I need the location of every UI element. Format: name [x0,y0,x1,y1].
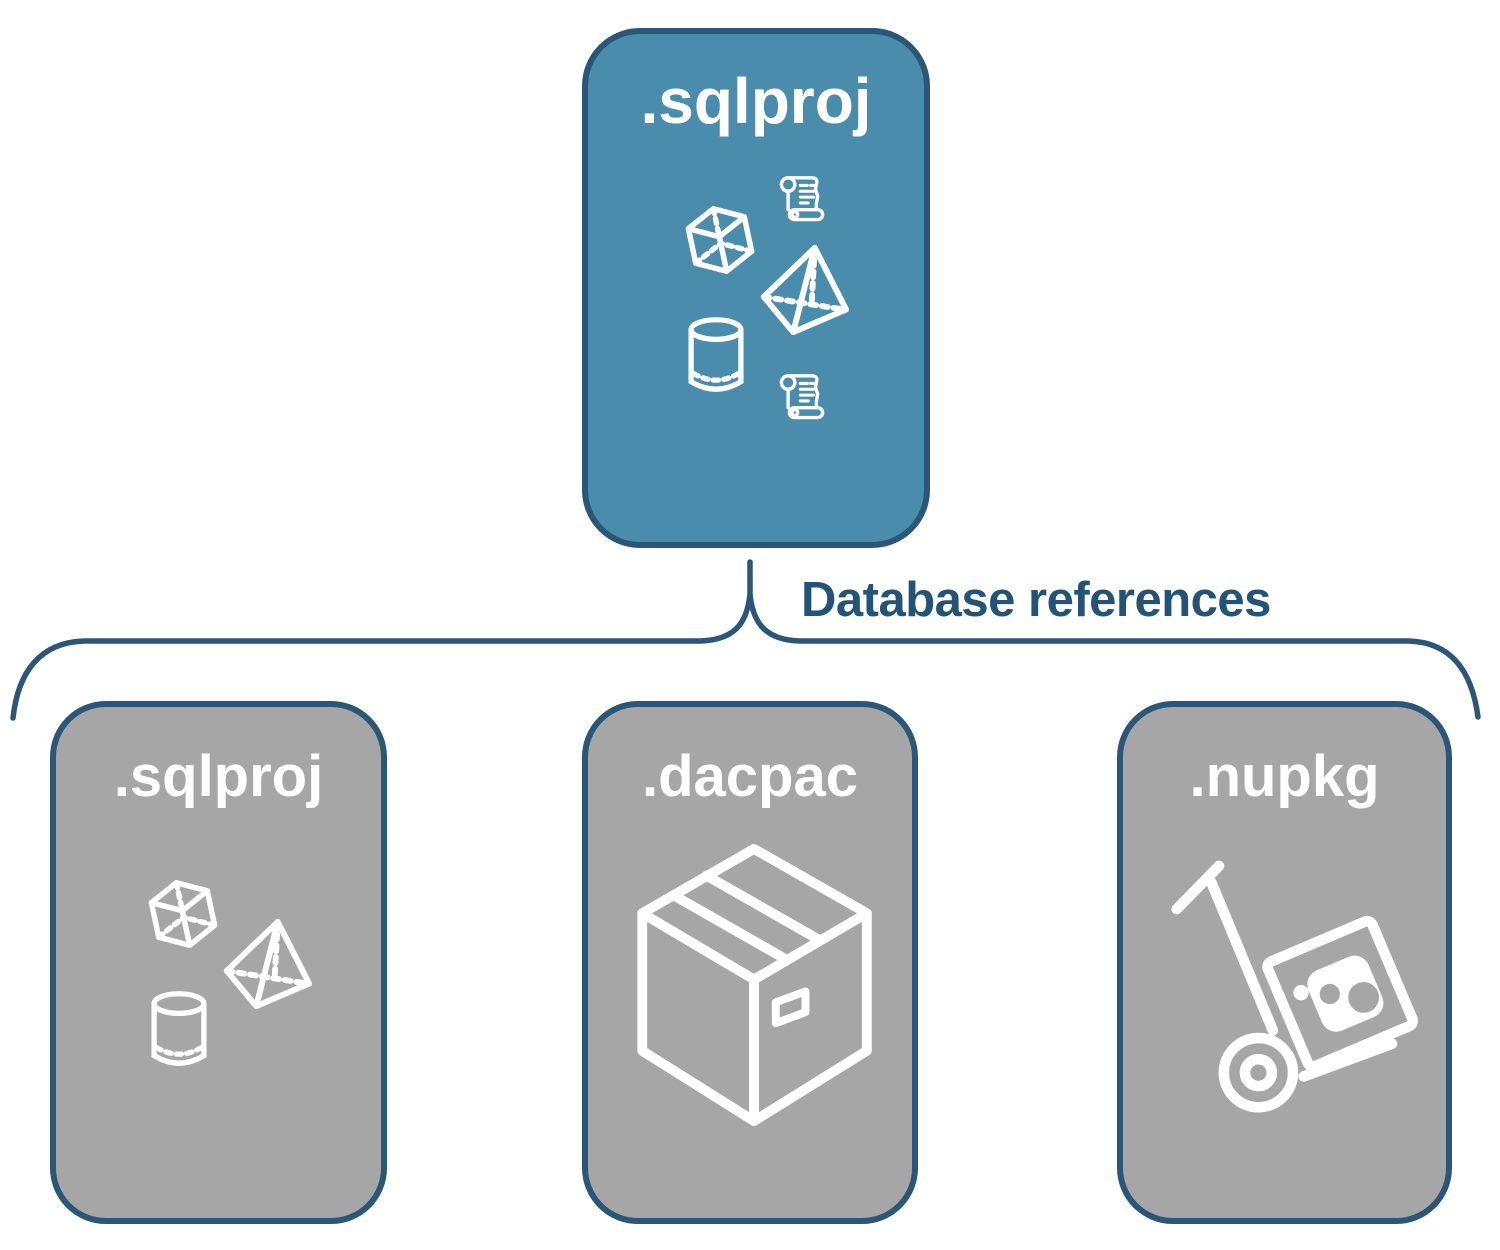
sql-objects-icon-cluster [670,175,860,420]
node-sqlproj-child: .sqlproj [50,701,387,1224]
scroll-icon [779,175,825,222]
root-node-label: .sqlproj [640,65,872,137]
child-node-label: .nupkg [1189,744,1380,809]
node-nupkg: .nupkg [1117,701,1452,1224]
node-dacpac: .dacpac [582,701,918,1224]
brace-path [10,559,1481,721]
hand-truck-package-icon [1177,866,1415,1107]
pyramid-icon [227,922,309,1006]
cylinder-icon [154,994,204,1063]
sql-objects-icon-cluster [133,840,323,1085]
child-node-label: .sqlproj [113,744,324,809]
pyramid-icon [764,248,846,332]
cube-icon [685,203,754,277]
cube-icon [148,877,217,951]
child-node-label: .dacpac [642,744,858,809]
connector-label: Database references [801,573,1271,627]
package-box-icon [642,849,867,1121]
hand-truck-package-icon [1169,859,1419,1119]
cylinder-icon [691,320,741,389]
node-sqlproj-root: .sqlproj [582,28,930,548]
scroll-icon [779,373,825,420]
package-box-icon [637,841,875,1128]
brace-connector [10,559,1481,721]
